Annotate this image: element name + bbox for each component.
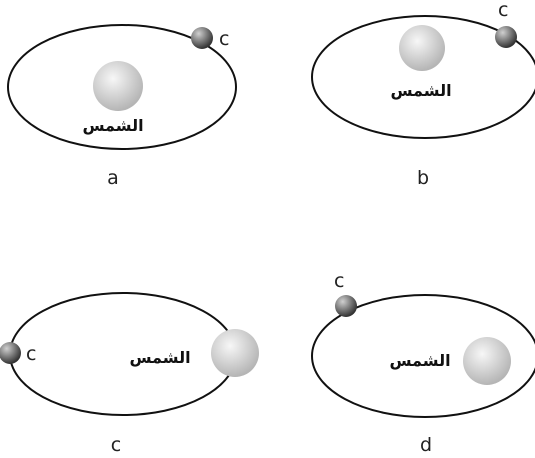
sun-label-c: الشمس [129, 348, 190, 367]
planet-b [495, 26, 517, 48]
caption-d: d [420, 434, 432, 456]
panel-b: الشمس c b [312, 0, 535, 189]
planet-label-a: c [219, 28, 229, 50]
panel-d: الشمس c d [312, 270, 535, 456]
panel-c: الشمس c c [0, 293, 259, 456]
planet-a [191, 27, 213, 49]
caption-b: b [417, 167, 429, 189]
sun-b [399, 25, 445, 71]
panel-a: الشمس c a [8, 25, 236, 189]
sun-label-d: الشمس [389, 351, 450, 370]
planet-c [0, 342, 21, 364]
orbit-c [10, 293, 236, 415]
caption-c: c [111, 434, 121, 456]
sun-label-a: الشمس [82, 116, 143, 135]
sun-c [211, 329, 259, 377]
planet-label-d: c [334, 270, 344, 292]
planet-label-c: c [26, 343, 36, 365]
planet-label-b: c [498, 0, 508, 21]
sun-a [93, 61, 143, 111]
sun-d [463, 337, 511, 385]
caption-a: a [107, 167, 119, 189]
sun-label-b: الشمس [390, 81, 451, 100]
planet-d [335, 295, 357, 317]
